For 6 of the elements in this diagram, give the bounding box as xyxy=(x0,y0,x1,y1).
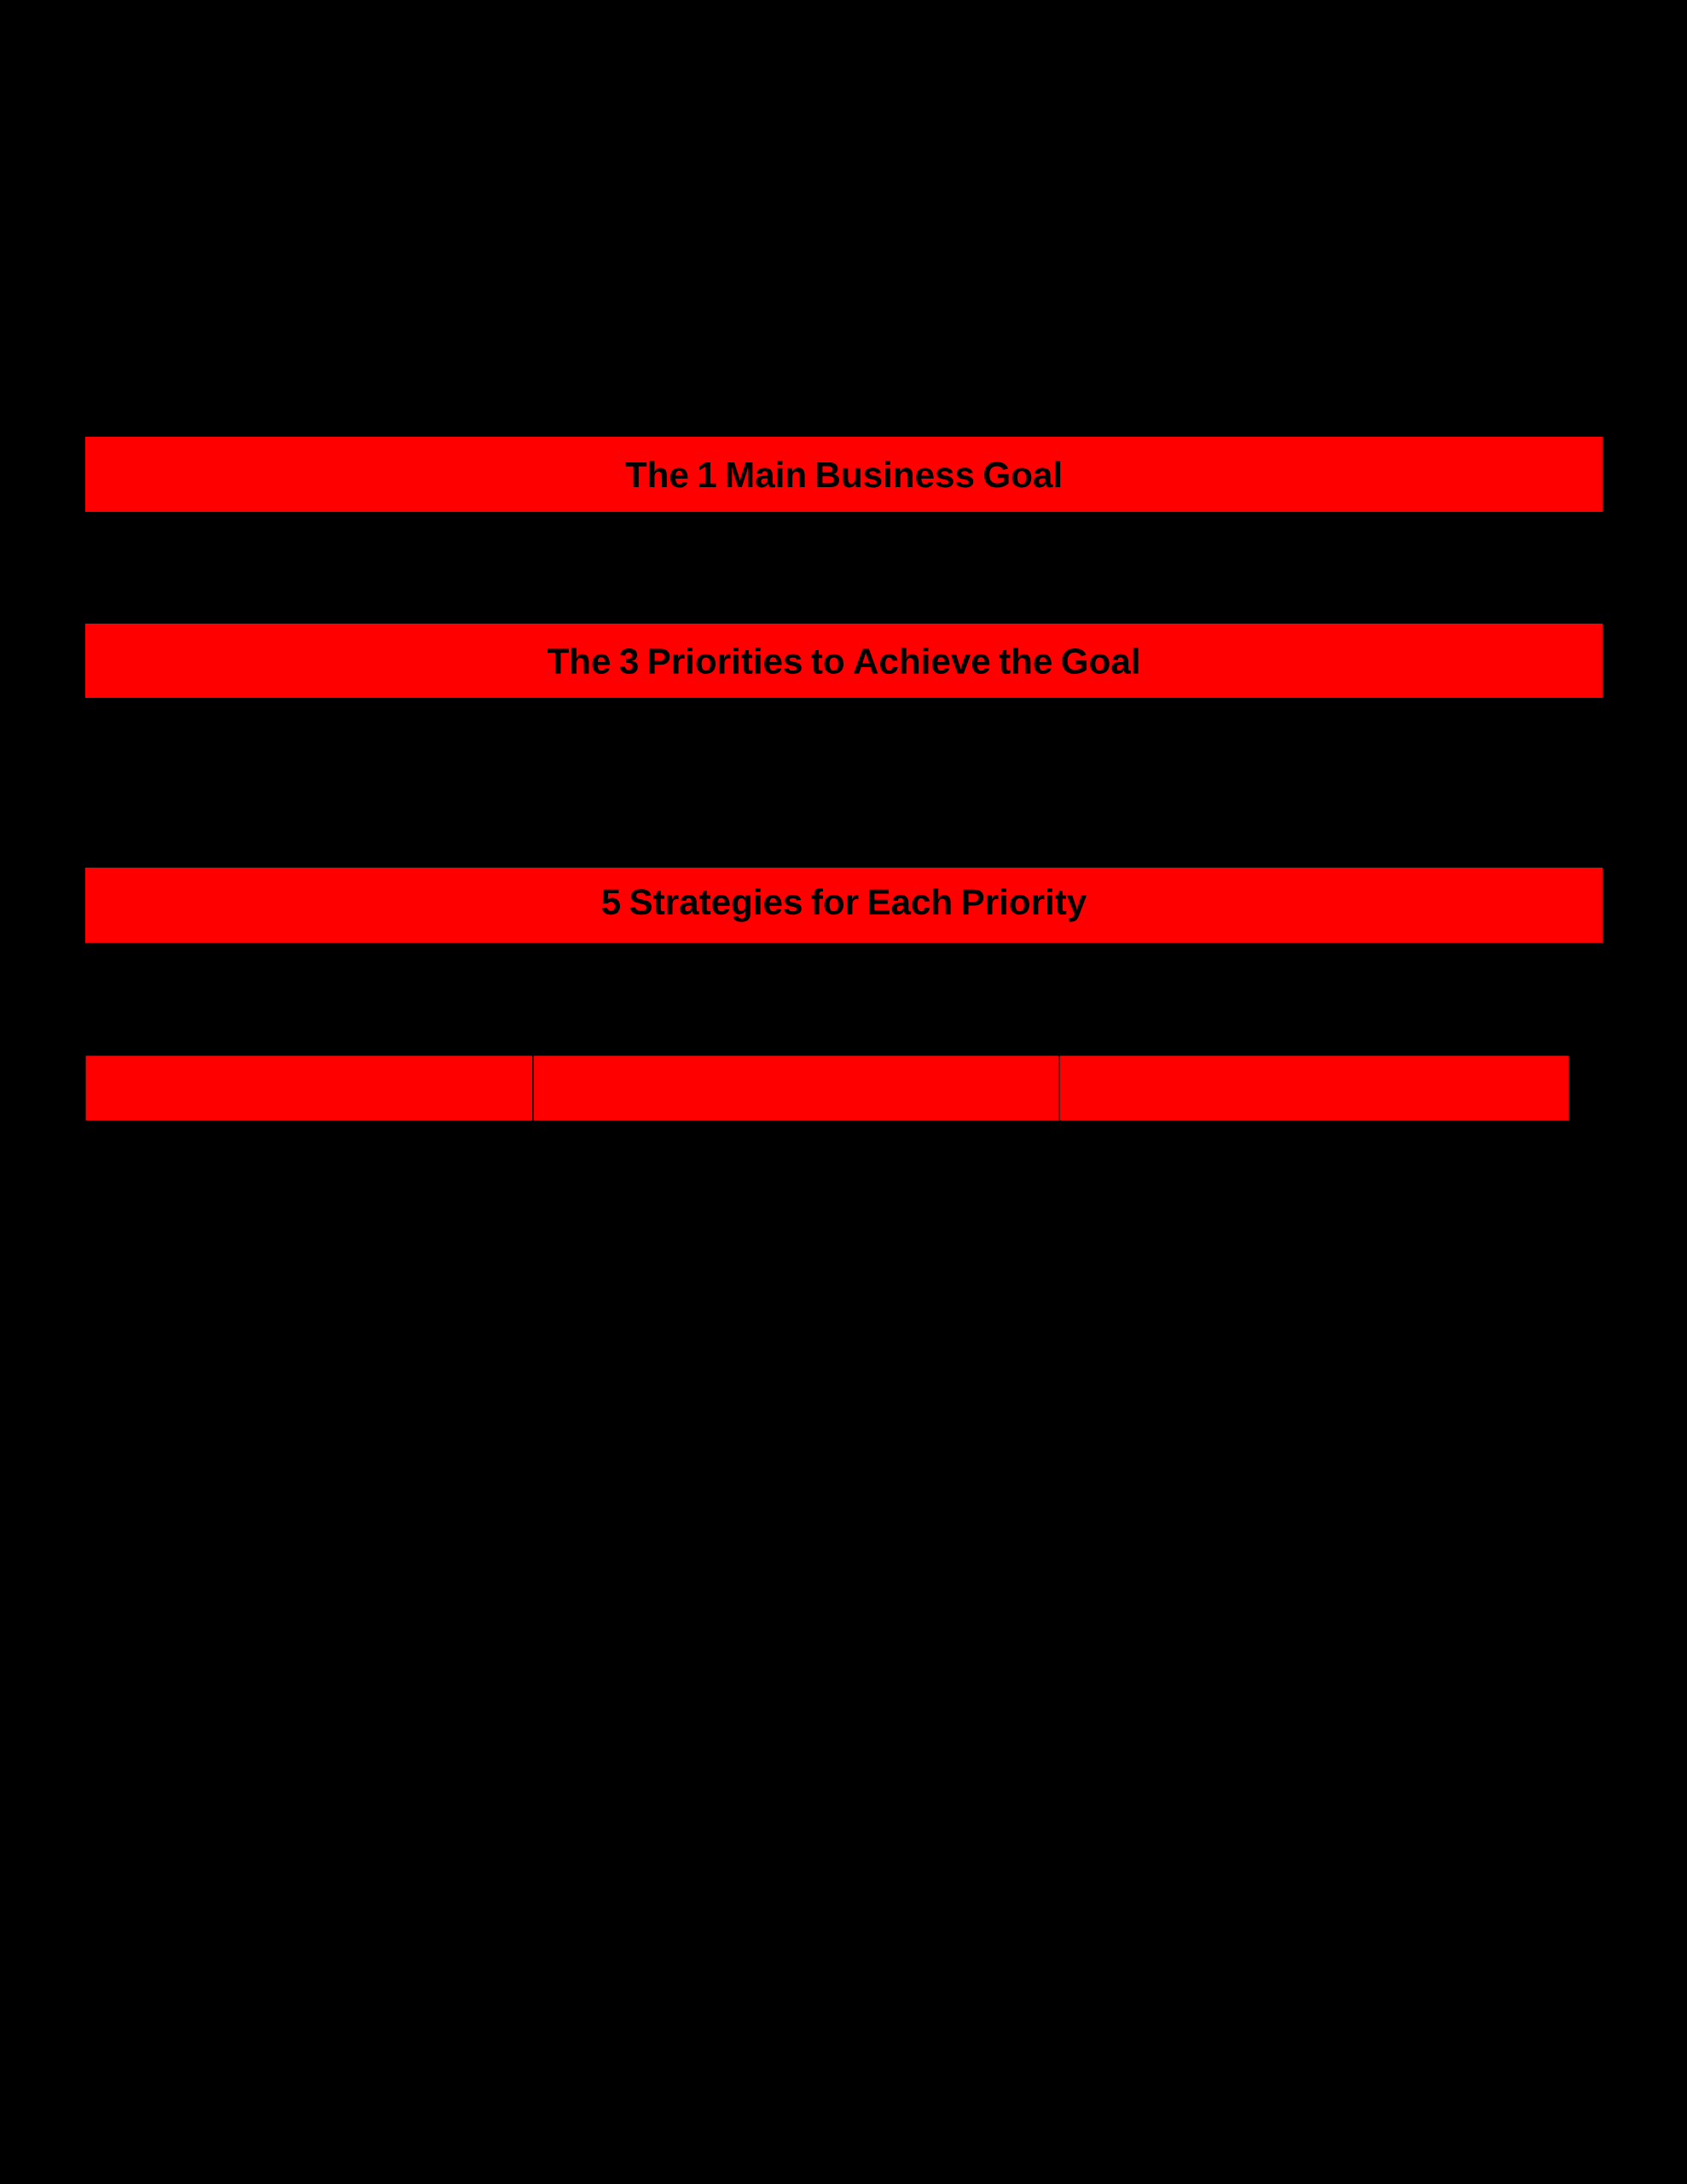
heading-bar: 5 Strategies for Each Priority xyxy=(85,867,1603,943)
heading-bar: The 3 Priorities to Achieve the Goal xyxy=(85,623,1603,698)
table-cell xyxy=(84,1054,534,1122)
heading-bar: The 1 Main Business Goal xyxy=(85,437,1603,512)
table-cell xyxy=(1058,1054,1570,1122)
table-cell xyxy=(532,1054,1060,1122)
